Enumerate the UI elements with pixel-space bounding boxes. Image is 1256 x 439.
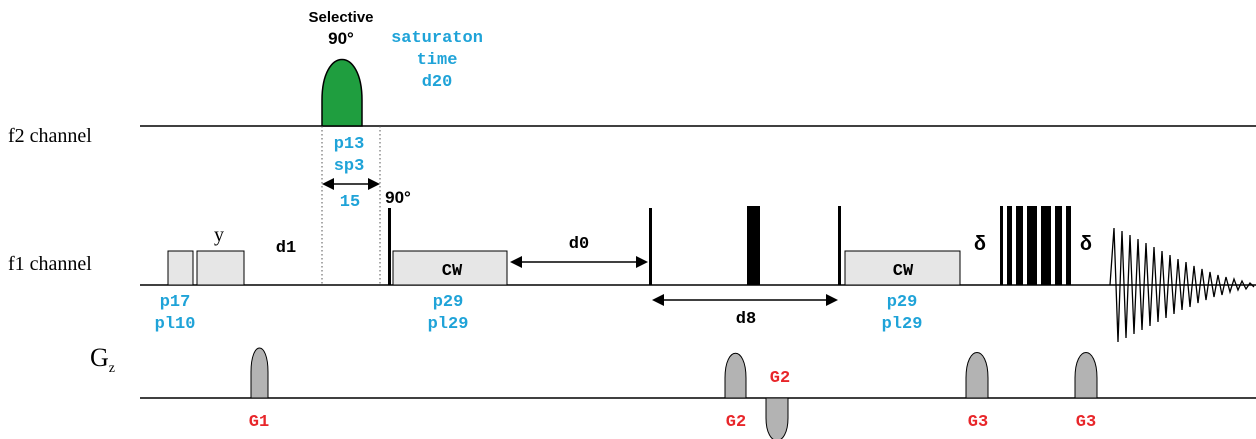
gz-label-subscript: z (109, 361, 115, 376)
pulse-box-y (196, 250, 245, 286)
saturation-label-line3: d20 (422, 73, 453, 92)
watergate-pulse-train (1000, 206, 1071, 285)
f1-param-p29-2: p29 (887, 293, 918, 312)
f1-param-p29-1: p29 (433, 293, 464, 312)
saturation-label-line1: saturaton (391, 29, 483, 48)
gz-channel-label: Gz (90, 343, 115, 376)
gradient-g1 (250, 347, 269, 399)
hard-pulse-180 (747, 206, 760, 285)
cw-box-1 (392, 250, 508, 286)
hard-pulse-90 (388, 208, 391, 285)
double-arrow-d0 (510, 256, 648, 268)
hard-pulse-90-label: 90° (385, 188, 411, 207)
cw-box-2 (844, 250, 961, 286)
delay-label-d1: d1 (276, 239, 296, 258)
f1-param-pl29-2: pl29 (882, 315, 923, 334)
gradient-g3-second (1074, 352, 1098, 399)
gz-label-main: G (90, 343, 109, 372)
gradient-label-g3-b: G3 (1076, 413, 1096, 432)
phase-label-y: y (214, 224, 224, 246)
cw-label-1: CW (442, 262, 463, 281)
fid-acquisition (1109, 227, 1255, 343)
gradient-label-g2-b: G2 (770, 369, 790, 388)
gradient-g2-negative (765, 397, 789, 439)
f1-param-p17: p17 (160, 293, 191, 312)
cw-label-2: CW (893, 262, 914, 281)
double-arrow-d8 (652, 294, 838, 306)
selective-pulse-angle: 90° (328, 29, 354, 48)
gradient-g3-first (965, 352, 989, 399)
delay-label-delta-2: δ (1080, 233, 1092, 255)
f1-param-pl10: pl10 (155, 315, 196, 334)
f2-param-sp3: sp3 (334, 157, 365, 176)
f1-channel-label: f1 channel (8, 253, 92, 275)
f1-param-pl29-1: pl29 (428, 315, 469, 334)
selective-pulse-label: Selective (308, 9, 373, 26)
f2-param-p13: p13 (334, 135, 365, 154)
delay-label-d0: d0 (569, 235, 589, 254)
f2-channel-label: f2 channel (8, 125, 92, 147)
hard-pulse-90-c (838, 206, 841, 285)
pulse-box-p17 (167, 250, 194, 286)
f2-param-15: 15 (340, 193, 360, 212)
delay-label-d8: d8 (736, 310, 756, 329)
hard-pulse-90-b (649, 208, 652, 285)
double-arrow-selective (322, 178, 380, 190)
gradient-g2-positive (724, 352, 747, 399)
delay-label-delta-1: δ (974, 233, 986, 255)
selective-gaussian-pulse (321, 58, 363, 127)
saturation-label-line2: time (417, 51, 458, 70)
gradient-label-g1: G1 (249, 413, 269, 432)
gradient-label-g2-a: G2 (726, 413, 746, 432)
gradient-label-g3-a: G3 (968, 413, 988, 432)
